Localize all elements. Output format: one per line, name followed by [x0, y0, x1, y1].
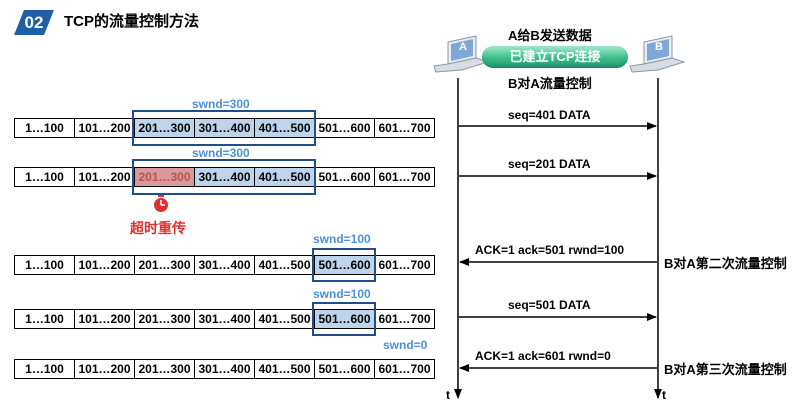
segment-cell: 1…100 — [14, 255, 75, 275]
send-buffer-row1: 1…100 101…200 201…300 301…400 401…500 50… — [14, 118, 435, 138]
tcp-connection-pipe: 已建立TCP连接 — [482, 46, 628, 68]
segment-cell: 501…600 — [314, 359, 375, 379]
segment-cell: 101…200 — [74, 309, 135, 329]
send-buffer-row4: 1…100 101…200 201…300 301…400 401…500 50… — [14, 309, 435, 329]
segment-cell: 601…700 — [374, 167, 435, 187]
retransmit-label: 超时重传 — [130, 220, 186, 236]
segment-cell: 1…100 — [14, 309, 75, 329]
segment-cell: 601…700 — [374, 118, 435, 138]
segment-cell: 1…100 — [14, 359, 75, 379]
segment-cell: 601…700 — [374, 255, 435, 275]
segment-cell: 501…600 — [314, 255, 375, 275]
segment-cell: 401…500 — [254, 359, 315, 379]
segment-cell: 101…200 — [74, 118, 135, 138]
segment-cell: 601…700 — [374, 309, 435, 329]
segment-cell: 201…300 — [134, 309, 195, 329]
segment-cell: 301…400 — [194, 255, 255, 275]
segment-cell: 101…200 — [74, 359, 135, 379]
flow-control-label: B对A流量控制 — [508, 76, 592, 91]
segment-cell: 1…100 — [14, 118, 75, 138]
send-data-label: A给B发送数据 — [508, 28, 592, 43]
send-buffer-row2: 1…100 101…200 201…300 301…400 401…500 50… — [14, 167, 435, 187]
segment-cell-retransmit: 201…300 — [134, 167, 195, 187]
segment-cell: 201…300 — [134, 359, 195, 379]
section-badge: 02 — [14, 10, 54, 35]
swnd-label-row1: swnd=300 — [192, 97, 250, 111]
swnd-label-row3: swnd=100 — [313, 232, 371, 246]
laptop-icon-b — [629, 35, 686, 73]
laptop-icon-a — [433, 35, 490, 73]
swnd-label-row5: swnd=0 — [383, 338, 428, 352]
segment-cell: 601…700 — [374, 359, 435, 379]
segment-cell: 301…400 — [194, 359, 255, 379]
segment-cell: 501…600 — [314, 118, 375, 138]
msg-label-2: seq=201 DATA — [508, 157, 591, 171]
segment-cell: 301…400 — [194, 167, 255, 187]
segment-cell: 401…500 — [254, 167, 315, 187]
msg-label-3: ACK=1 ack=501 rwnd=100 — [475, 243, 625, 257]
time-axis-a: t — [446, 388, 450, 402]
segment-cell: 1…100 — [14, 167, 75, 187]
msg-label-4: seq=501 DATA — [508, 298, 591, 312]
segment-cell: 301…400 — [194, 309, 255, 329]
segment-cell: 501…600 — [314, 167, 375, 187]
third-flow-control-label: B对A第三次流量控制 — [664, 362, 787, 377]
segment-cell: 301…400 — [194, 118, 255, 138]
segment-cell: 401…500 — [254, 255, 315, 275]
send-buffer-row5: 1…100 101…200 201…300 301…400 401…500 50… — [14, 359, 435, 379]
segment-cell: 401…500 — [254, 118, 315, 138]
segment-cell: 201…300 — [134, 118, 195, 138]
segment-cell: 501…600 — [314, 309, 375, 329]
slide-title: TCP的流量控制方法 — [64, 13, 200, 30]
msg-label-5: ACK=1 ack=601 rwnd=0 — [475, 349, 611, 363]
swnd-label-row4: swnd=100 — [313, 287, 371, 301]
host-b-label: B — [655, 41, 663, 53]
segment-cell: 101…200 — [74, 255, 135, 275]
second-flow-control-label: B对A第二次流量控制 — [664, 256, 787, 271]
host-a-label: A — [459, 41, 467, 53]
segment-cell: 201…300 — [134, 255, 195, 275]
msg-label-1: seq=401 DATA — [508, 108, 591, 122]
send-buffer-row3: 1…100 101…200 201…300 301…400 401…500 50… — [14, 255, 435, 275]
segment-cell: 401…500 — [254, 309, 315, 329]
swnd-label-row2: swnd=300 — [192, 146, 250, 160]
segment-cell: 101…200 — [74, 167, 135, 187]
timer-icon — [154, 194, 168, 212]
time-axis-b: t — [662, 388, 666, 402]
